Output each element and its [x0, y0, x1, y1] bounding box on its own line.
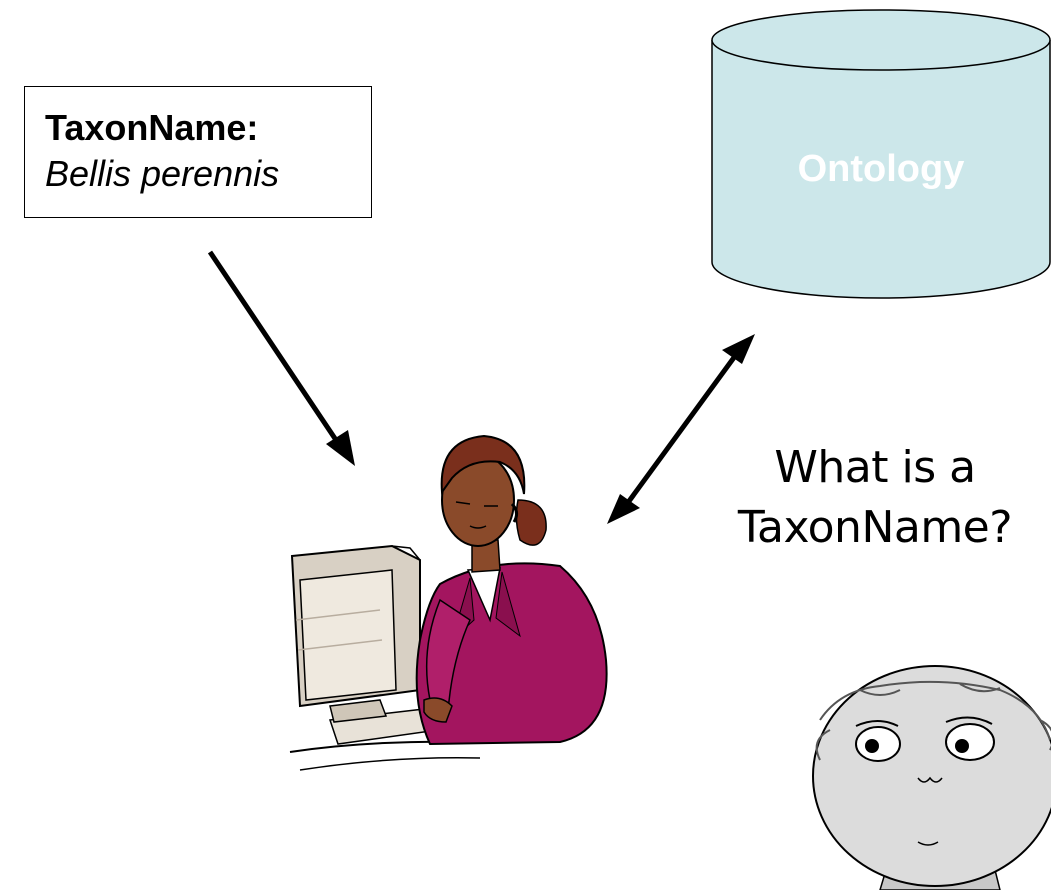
confused-child-illustration: [812, 665, 1051, 890]
taxon-name-label: TaxonName:: [45, 107, 259, 148]
taxon-name-box: TaxonName: Bellis perennis: [24, 86, 372, 218]
query-arrow: [607, 334, 755, 524]
woman-at-computer-illustration: [289, 434, 608, 771]
input-arrow: [207, 250, 355, 466]
question-line-1: What is a: [774, 442, 976, 493]
question-line-2: TaxonName?: [737, 502, 1013, 553]
ontology-label: Ontology: [797, 148, 965, 190]
taxon-name-value: Bellis perennis: [45, 153, 280, 194]
question-text: What is a TaxonName?: [700, 438, 1050, 558]
ontology-database-icon: [711, 9, 1051, 299]
